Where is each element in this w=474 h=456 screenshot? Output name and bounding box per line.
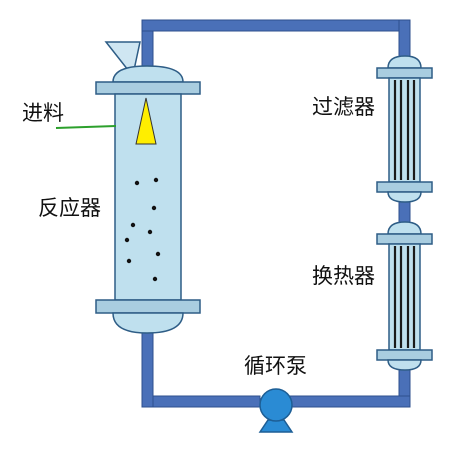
particle — [152, 276, 158, 282]
feed-label: 进料 — [22, 101, 64, 125]
filter-unit — [376, 55, 433, 203]
reactor-top-flange — [95, 81, 201, 95]
funnel-icon — [104, 41, 141, 71]
particle — [153, 177, 159, 183]
particle — [134, 180, 140, 186]
pump-label: 循环泵 — [244, 354, 307, 378]
circulation-pipe — [141, 19, 411, 408]
spray-nozzle-icon — [135, 97, 157, 145]
filter-label: 过滤器 — [312, 95, 375, 119]
particle — [124, 237, 130, 243]
heat-exchanger-label: 换热器 — [312, 264, 375, 288]
particle — [147, 229, 153, 235]
particle — [151, 205, 157, 211]
particle — [130, 222, 136, 228]
particle — [126, 258, 132, 264]
particle — [155, 251, 161, 257]
heat-exchanger-unit — [376, 221, 433, 371]
reactor-label: 反应器 — [38, 196, 101, 220]
pump-icon — [258, 388, 294, 433]
reactor-particles — [124, 177, 161, 282]
reactor-bottom-flange — [95, 299, 201, 314]
feed-line — [55, 125, 117, 129]
